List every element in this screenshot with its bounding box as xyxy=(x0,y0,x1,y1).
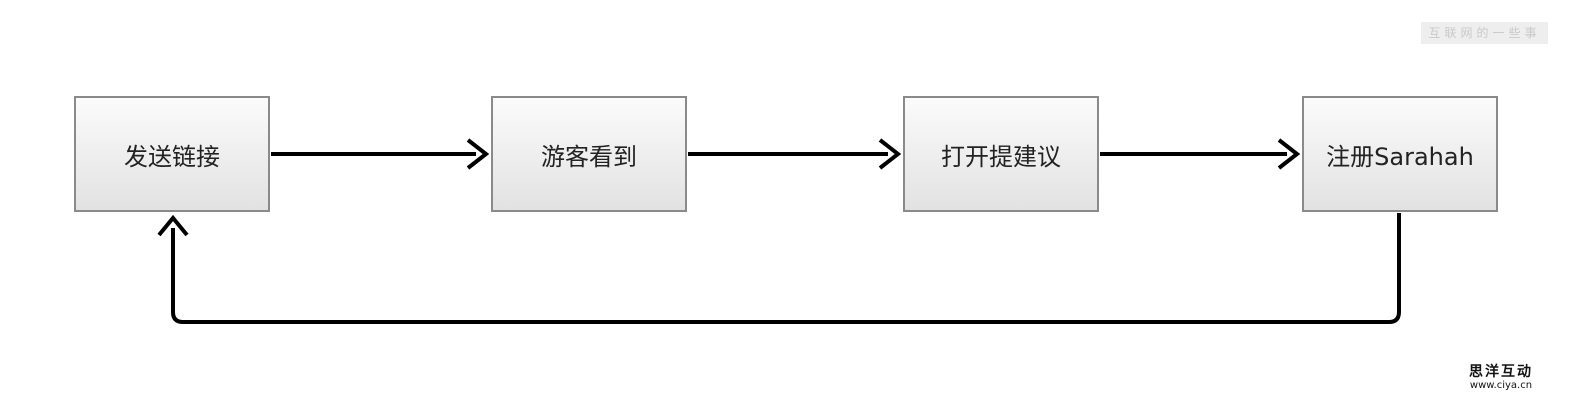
edge-visitor-to-suggest xyxy=(688,138,902,170)
corner-logo-url: www.ciya.cn xyxy=(1469,380,1533,391)
edge-suggest-to-register xyxy=(1100,138,1301,170)
node-label: 注册Sarahah xyxy=(1326,142,1474,171)
node-label: 发送链接 xyxy=(124,142,220,171)
node-send-link: 发送链接 xyxy=(74,96,270,212)
node-label: 打开提建议 xyxy=(941,142,1061,171)
node-visitor-sees: 游客看到 xyxy=(491,96,687,212)
corner-logo: 思洋互动 www.ciya.cn xyxy=(1464,364,1538,392)
edge-register-to-send xyxy=(157,213,1401,324)
corner-logo-title: 思洋互动 xyxy=(1469,364,1533,380)
node-label: 游客看到 xyxy=(541,142,637,171)
edge-send-to-visitor xyxy=(271,138,490,170)
node-register-sarahah: 注册Sarahah xyxy=(1302,96,1498,212)
node-open-suggestion: 打开提建议 xyxy=(903,96,1099,212)
watermark-badge: 互联网的一些事 xyxy=(1421,22,1548,44)
